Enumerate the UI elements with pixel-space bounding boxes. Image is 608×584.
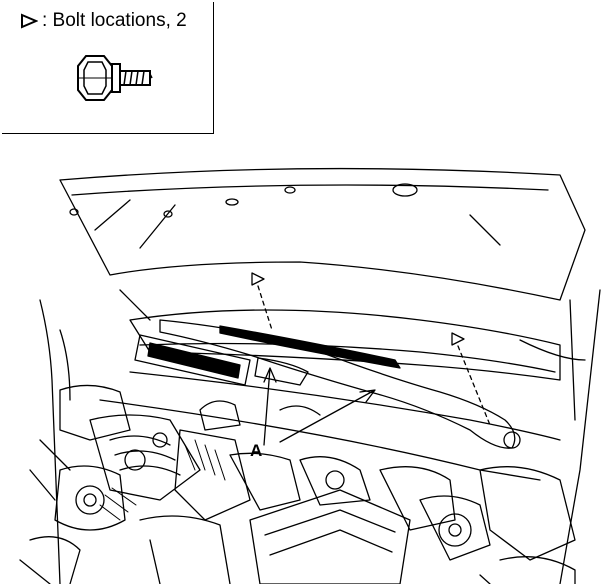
legend-text: : Bolt locations, 2 bbox=[42, 10, 187, 31]
legend-box: : Bolt locations, 2 bbox=[2, 2, 214, 134]
triangle-marker-icon bbox=[21, 13, 38, 29]
legend-title: : Bolt locations, 2 bbox=[20, 10, 187, 32]
callout-label-a: A bbox=[250, 441, 263, 460]
engine-bay-illustration bbox=[19, 167, 601, 584]
cowl-panel bbox=[129, 309, 561, 381]
bolt-marker-2 bbox=[451, 332, 465, 346]
hood-outline bbox=[59, 167, 586, 301]
bolt-marker-1 bbox=[251, 272, 265, 286]
hex-flange-bolt-icon bbox=[77, 55, 153, 101]
